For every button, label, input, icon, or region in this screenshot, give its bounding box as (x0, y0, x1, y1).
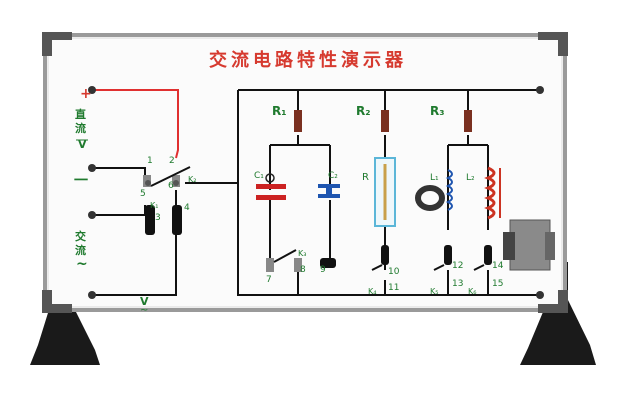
terminal-15-label: 15 (492, 279, 503, 289)
right-stand (520, 262, 596, 365)
board-title: 交流电路特性演示器 (209, 49, 407, 71)
dc-positive-wire (95, 89, 179, 159)
ac-symbol: ~ (76, 256, 88, 272)
svg-text:~: ~ (140, 305, 148, 316)
terminal-8-label: 8 (300, 265, 306, 275)
terminal-6-label: 6 (168, 181, 174, 191)
switch-k5[interactable] (433, 245, 452, 271)
switch-k6[interactable] (473, 245, 492, 271)
corner-cap (42, 290, 72, 313)
left-stand (30, 262, 100, 365)
r1-label: R₁ (272, 104, 287, 118)
terminal-1-label: 1 (147, 156, 153, 166)
capacitor-c1 (256, 173, 286, 200)
terminal-3-label: 3 (155, 213, 161, 223)
terminal-bottom[interactable] (88, 291, 96, 299)
r3-label: R₃ (430, 104, 445, 118)
r-label: R (362, 172, 369, 183)
minus-label: 一 (74, 173, 88, 189)
corner-cap (538, 290, 568, 313)
inductor-l1 (415, 169, 453, 211)
resistor-r1 (294, 110, 302, 132)
resistor-r2 (381, 110, 389, 132)
terminal-minus[interactable] (88, 164, 96, 172)
terminal-14-label: 14 (492, 261, 504, 271)
switch-k3-label: K₃ (298, 249, 306, 258)
transformer (503, 219, 555, 271)
dc-label-2: 流 (75, 121, 86, 135)
resistor-r (374, 157, 396, 227)
c2-label: C₂ (328, 171, 338, 181)
terminal-top-right[interactable] (536, 86, 544, 94)
ac-label-1: 交 (75, 229, 86, 243)
terminal-12-label: 12 (452, 261, 463, 271)
l2-label: L₂ (466, 173, 475, 183)
inductor-l2 (484, 166, 501, 220)
switch-k4[interactable] (371, 245, 389, 271)
switch-k1-label: K₁ (150, 201, 158, 210)
dc-symbol: V (78, 138, 87, 151)
terminal-2-label: 2 (169, 156, 175, 166)
c1-label: C₁ (254, 171, 264, 181)
terminal-dc-plus[interactable] (88, 86, 96, 94)
switch-k5-label: K₅ (430, 287, 438, 296)
terminal-bottom-right[interactable] (536, 291, 544, 299)
l1-label: L₁ (430, 173, 439, 183)
terminal-13-label: 13 (452, 279, 463, 289)
switch-k1-k2[interactable] (143, 166, 191, 235)
r2-label: R₂ (356, 104, 371, 118)
terminal-5-label: 5 (140, 189, 146, 199)
corner-cap (42, 32, 72, 56)
terminal-11-label: 11 (388, 283, 399, 293)
terminal-9-label: 9 (320, 265, 326, 275)
switch-k2-label: K₂ (188, 175, 196, 184)
dc-label-1: 直 (75, 107, 86, 121)
switch-k6-label: K₆ (468, 287, 476, 296)
terminal-ac[interactable] (88, 211, 96, 219)
corner-cap (538, 32, 568, 56)
resistor-r3 (464, 110, 472, 132)
capacitor-c2 (318, 184, 340, 198)
dc-plus-label: + (80, 86, 92, 102)
switch-k4-label: K₄ (368, 287, 376, 296)
ac-label-2: 流 (75, 243, 86, 257)
terminal-4-label: 4 (184, 203, 190, 213)
switch-k3[interactable] (266, 249, 336, 272)
bottom-v-label: V (140, 295, 149, 308)
terminal-10-label: 10 (388, 267, 400, 277)
terminal-7-label: 7 (266, 275, 272, 285)
